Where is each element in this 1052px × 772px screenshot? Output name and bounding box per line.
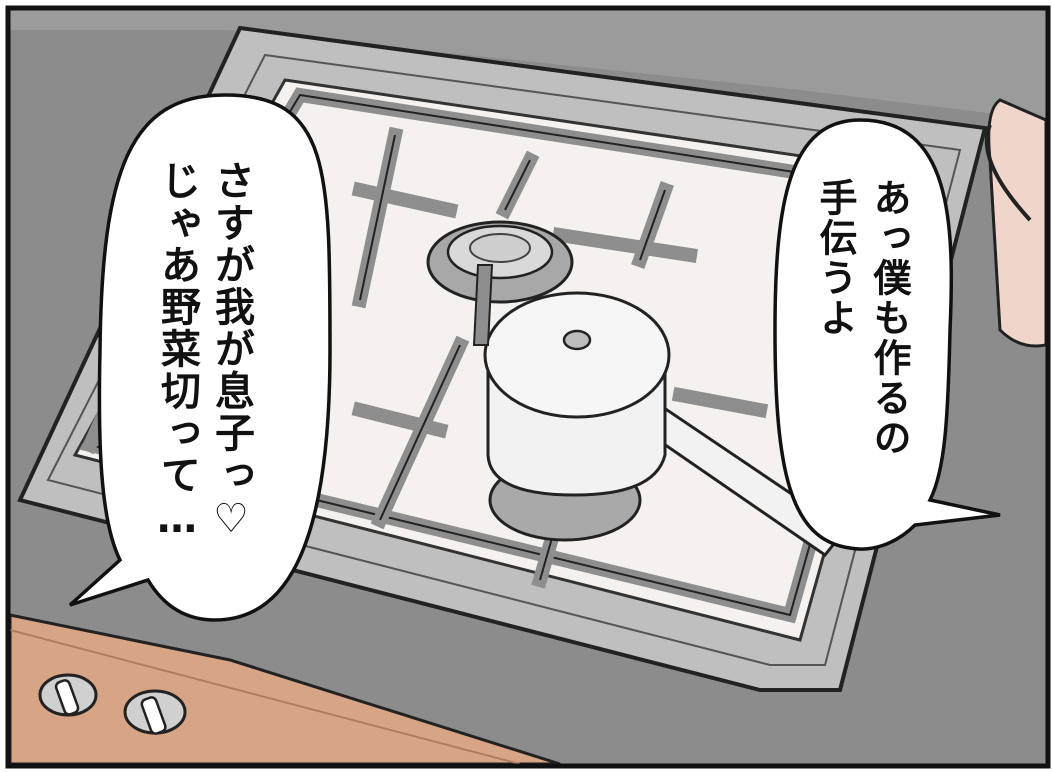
stove-knob-icon[interactable]	[38, 673, 98, 717]
jug	[987, 98, 1048, 348]
speech-line: さすが我が息子っ♡	[208, 160, 254, 544]
speech-line: じゃあ野菜切って…	[154, 160, 200, 544]
speech-bubble-left	[68, 93, 332, 622]
speech-bubble-right	[773, 118, 1001, 551]
panel-border	[5, 5, 1051, 769]
stove-knob-icon[interactable]	[123, 689, 187, 735]
pot-lid	[483, 291, 671, 419]
speech-text-left: さすが我が息子っ♡ じゃあ野菜切って…	[150, 160, 258, 600]
speech-line: あっ僕も作るの	[867, 178, 911, 458]
speech-text-right: あっ僕も作るの 手伝うよ	[808, 178, 916, 518]
speech-line: 手伝うよ	[813, 178, 857, 338]
